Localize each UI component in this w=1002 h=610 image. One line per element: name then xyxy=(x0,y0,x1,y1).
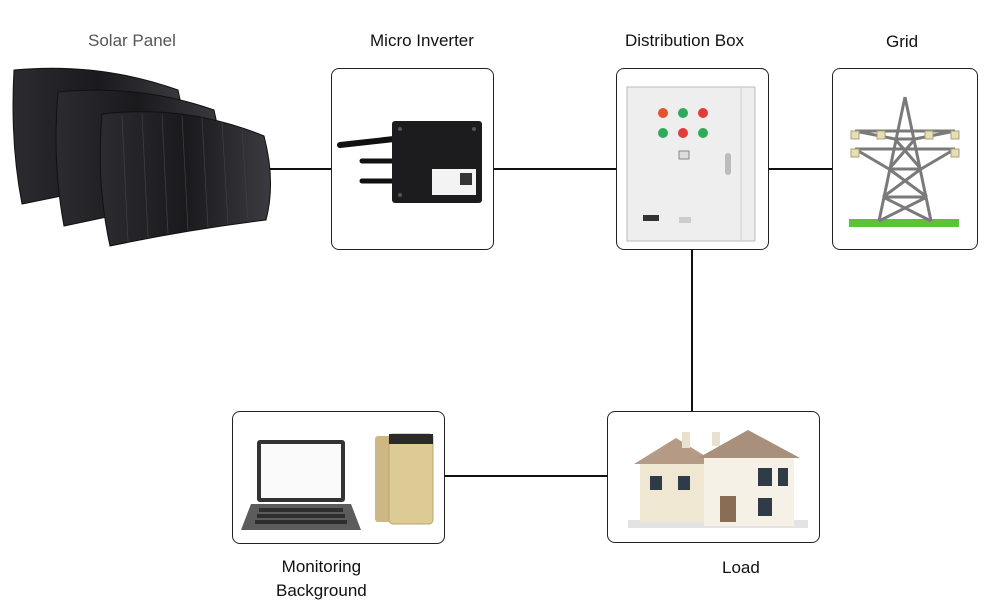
house-image xyxy=(628,430,808,528)
distribution-box-node[interactable] xyxy=(616,68,769,250)
monitoring-image xyxy=(241,433,434,530)
power-bank-icon xyxy=(375,433,434,525)
solar-panel-image xyxy=(12,67,271,247)
micro-inverter-node[interactable] xyxy=(331,68,494,250)
grid-node[interactable] xyxy=(832,68,978,250)
micro-inverter-label: Micro Inverter xyxy=(370,31,474,50)
monitoring-label: Monitoring Background xyxy=(276,555,367,603)
grass xyxy=(849,219,959,227)
micro-inverter-image xyxy=(337,121,482,203)
house-icon xyxy=(634,430,800,526)
cabinet-handle xyxy=(725,153,731,175)
load-node[interactable] xyxy=(607,411,820,543)
grid-tower-image xyxy=(849,96,960,227)
solar-panel-label: Solar Panel xyxy=(88,31,176,50)
indicator-lights xyxy=(658,108,708,138)
grid-label: Grid xyxy=(886,32,919,51)
transmission-tower xyxy=(854,96,956,223)
monitoring-label-line1: Monitoring xyxy=(281,557,362,576)
distribution-box-label: Distribution Box xyxy=(625,31,745,50)
laptop-icon xyxy=(241,440,361,530)
inverter-cables xyxy=(337,136,397,184)
load-label: Load xyxy=(722,558,760,577)
solar-panel-front xyxy=(99,111,271,247)
monitoring-label-line2: Background xyxy=(276,581,367,600)
distribution-box-image xyxy=(626,86,756,242)
monitoring-node[interactable] xyxy=(232,411,445,544)
